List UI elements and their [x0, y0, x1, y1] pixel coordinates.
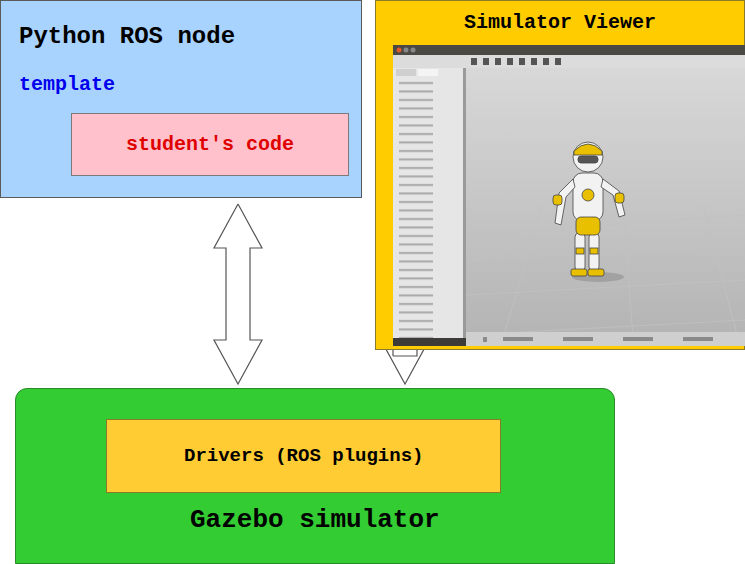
viewer-title: Simulator Viewer: [464, 11, 656, 35]
student-code-box: student's code: [71, 113, 349, 176]
template-label: template: [19, 73, 115, 97]
node-title: Python ROS node: [19, 23, 235, 52]
drivers-label: Drivers (ROS plugins): [184, 445, 423, 468]
ros-node-box: Python ROS node template student's code: [0, 0, 362, 198]
simulator-title: Gazebo simulator: [190, 505, 440, 536]
simulator-screenshot: [393, 45, 745, 346]
drivers-box: Drivers (ROS plugins): [106, 419, 501, 493]
simulator-box: Gazebo simulator Drivers (ROS plugins): [15, 388, 615, 564]
code-label: student's code: [126, 133, 294, 157]
double-hollow-arrow: [214, 204, 262, 384]
